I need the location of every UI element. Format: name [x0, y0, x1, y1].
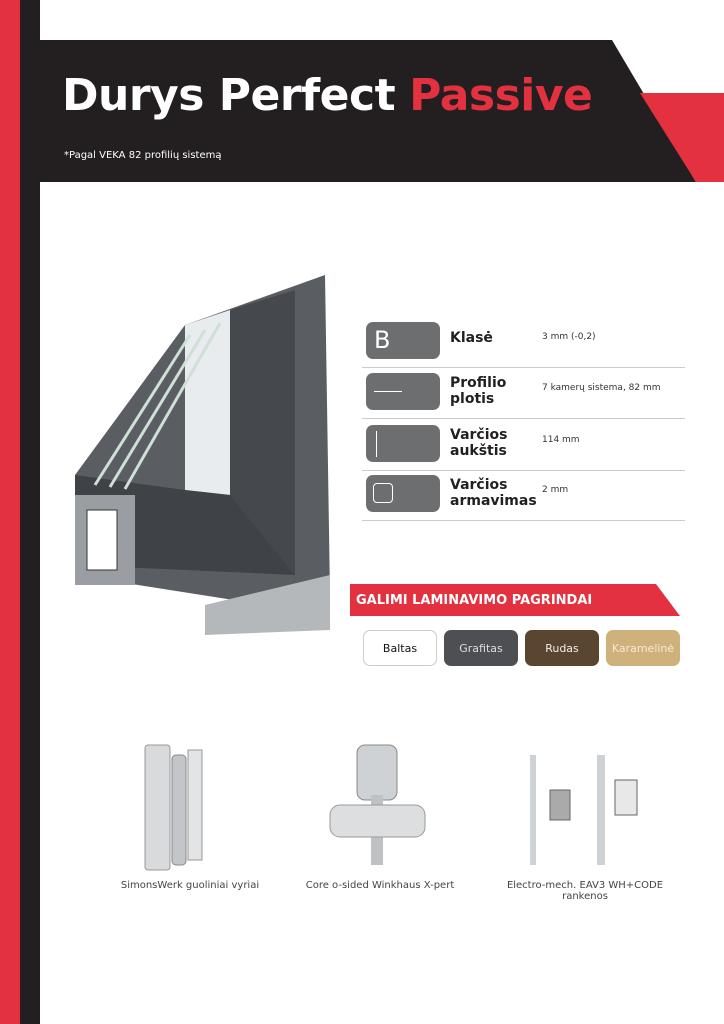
spec-label: Profilio plotis — [450, 375, 507, 407]
color-swatch-brown: Rudas — [525, 630, 599, 666]
hinge-image — [144, 744, 203, 871]
electronic-handle-image — [530, 755, 638, 865]
header-banner — [40, 40, 696, 182]
spec-row-profile-width: Profilio plotis 7 kamerų sistema, 82 mm — [362, 369, 685, 419]
lock-cylinder-image — [329, 744, 426, 865]
title-main: Durys Perfect — [62, 70, 396, 121]
spec-value: 7 kamerų sistema, 82 mm — [542, 383, 661, 393]
color-swatch-caramel: Karamelinė — [606, 630, 680, 666]
color-swatch-graphite: Grafitas — [444, 630, 518, 666]
subtitle: *Pagal VEKA 82 profilių sistemą — [64, 150, 222, 161]
door-profile-image — [75, 275, 330, 635]
caption-handles: Electro-mech. EAV3 WH+CODE rankenos — [506, 880, 664, 902]
lamination-heading: GALIMI LAMINAVIMO PAGRINDAI — [350, 584, 680, 616]
red-side-stripe — [0, 0, 20, 1024]
spec-label: Klasė — [450, 330, 493, 346]
caption-cylinder: Core o-sided Winkhaus X-pert — [305, 880, 455, 891]
spec-value: 114 mm — [542, 435, 580, 445]
color-swatch-white: Baltas — [363, 630, 437, 666]
title-accent: Passive — [409, 70, 593, 121]
spec-label: Varčios armavimas — [450, 477, 537, 509]
black-side-stripe — [20, 0, 40, 1024]
height-arrow-icon — [366, 425, 440, 462]
spec-row-reinforcement: Varčios armavimas 2 mm — [362, 471, 685, 521]
letter-b-icon: B — [366, 322, 440, 359]
page-title: Durys Perfect Passive — [62, 70, 593, 121]
square-icon — [366, 475, 440, 512]
spec-row-class: B Klasė 3 mm (-0,2) — [362, 318, 685, 368]
spec-label: Varčios aukštis — [450, 427, 508, 459]
spec-value: 2 mm — [542, 485, 569, 495]
spec-row-sash-height: Varčios aukštis 114 mm — [362, 421, 685, 471]
width-arrow-icon — [366, 373, 440, 410]
spec-value: 3 mm (-0,2) — [542, 332, 596, 342]
caption-hinges: SimonsWerk guoliniai vyriai — [120, 880, 260, 891]
icon-letter: B — [374, 326, 391, 354]
